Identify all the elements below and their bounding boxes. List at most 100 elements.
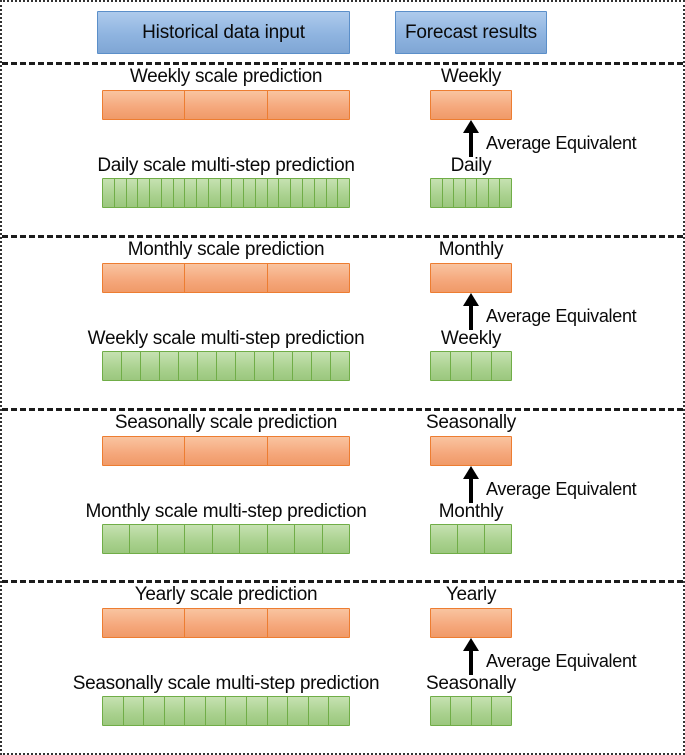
- bar-segment: [451, 697, 472, 726]
- bar-segment: [326, 179, 339, 207]
- input-coarse-label: Monthly scale prediction: [127, 238, 325, 260]
- bar-segment: [255, 351, 274, 380]
- bar-segment: [454, 179, 466, 207]
- bar-segment: [451, 351, 472, 380]
- bar-segment: [185, 524, 213, 553]
- bar-segment: [331, 351, 349, 380]
- bar-segment: [240, 524, 268, 553]
- bar-segment: [160, 351, 179, 380]
- forecast-coarse-bar: [430, 262, 512, 293]
- bar-segment: [267, 697, 289, 726]
- prediction-section: Yearly scale prediction Seasonally scale…: [2, 580, 683, 753]
- average-equivalent-label: Average Equivalent: [486, 133, 637, 153]
- bar-segment: [274, 351, 293, 380]
- bar-segment: [477, 179, 489, 207]
- bar-segment: [295, 524, 323, 553]
- bar-segment: [103, 524, 131, 553]
- prediction-section: Weekly scale prediction Daily scale mult…: [2, 62, 683, 235]
- input-fine-bar: [102, 523, 350, 554]
- input-coarse-bar: [102, 608, 350, 639]
- input-coarse-label: Seasonally scale prediction: [114, 411, 338, 433]
- forecast-coarse-label: Weekly: [440, 66, 502, 87]
- bar-segment: [205, 697, 227, 726]
- bar-segment: [226, 697, 248, 726]
- input-coarse-bar: [102, 90, 350, 120]
- up-arrow-head: [463, 120, 479, 133]
- forecast-results-box: Forecast results: [395, 11, 547, 54]
- bar-segment: [442, 179, 455, 207]
- bar-segment: [431, 609, 511, 638]
- bar-segment: [185, 179, 198, 207]
- input-coarse-label: Yearly scale prediction: [134, 584, 318, 606]
- diagram-header: Historical data input Forecast results: [2, 2, 683, 62]
- bar-segment: [291, 179, 304, 207]
- prediction-section: Seasonally scale prediction Monthly scal…: [2, 407, 683, 581]
- bar-segment: [208, 179, 221, 207]
- bar-segment: [185, 697, 206, 726]
- bar-segment: [103, 609, 186, 638]
- bar-segment: [431, 91, 511, 119]
- bar-segment: [329, 697, 349, 726]
- bar-segment: [491, 351, 511, 380]
- bar-segment: [217, 351, 236, 380]
- bar-segment: [197, 179, 209, 207]
- bar-segment: [232, 179, 245, 207]
- bar-segment: [103, 263, 186, 292]
- up-arrow-shaft: [469, 478, 473, 503]
- forecast-fine-label: Monthly: [438, 500, 504, 522]
- bar-segment: [103, 697, 124, 726]
- up-arrow-icon: [462, 292, 480, 330]
- bar-segment: [138, 179, 151, 207]
- input-fine-bar: [102, 178, 350, 208]
- bar-segment: [471, 351, 492, 380]
- forecast-fine-bar: [430, 350, 512, 381]
- input-coarse-bar: [102, 262, 350, 293]
- input-coarse-label: Weekly scale prediction: [129, 66, 323, 87]
- up-arrow-shaft: [469, 651, 473, 676]
- bar-segment: [247, 697, 268, 726]
- bar-segment: [185, 263, 268, 292]
- input-fine-bar: [102, 696, 350, 727]
- bar-segment: [314, 179, 327, 207]
- prediction-sections: Weekly scale prediction Daily scale mult…: [2, 62, 683, 753]
- bar-segment: [308, 697, 330, 726]
- average-equivalent-label: Average Equivalent: [486, 478, 637, 499]
- prediction-section: Monthly scale prediction Weekly scale mu…: [2, 234, 683, 408]
- input-coarse-bar: [102, 435, 350, 466]
- bar-segment: [220, 179, 233, 207]
- bar-segment: [103, 91, 186, 119]
- average-equivalent-label: Average Equivalent: [486, 651, 637, 672]
- bar-segment: [103, 436, 186, 465]
- up-arrow-head: [463, 292, 479, 306]
- bar-segment: [157, 524, 186, 553]
- forecast-coarse-label: Seasonally: [426, 411, 516, 433]
- bar-segment: [212, 524, 241, 553]
- input-fine-label: Weekly scale multi-step prediction: [87, 327, 365, 349]
- input-fine-label: Monthly scale multi-step prediction: [85, 500, 367, 522]
- bar-segment: [123, 697, 145, 726]
- bar-segment: [288, 697, 309, 726]
- input-fine-label: Daily scale multi-step prediction: [97, 155, 355, 176]
- forecast-fine-bar: [430, 178, 512, 208]
- forecast-fine-label: Seasonally: [426, 673, 516, 695]
- bar-segment: [488, 179, 501, 207]
- up-arrow-shaft: [469, 305, 473, 330]
- forecast-fine-label: Weekly: [440, 327, 502, 349]
- bar-segment: [185, 609, 268, 638]
- bar-segment: [267, 436, 349, 465]
- bar-segment: [179, 351, 198, 380]
- bar-segment: [485, 524, 511, 553]
- bar-segment: [267, 263, 349, 292]
- forecast-coarse-label: Yearly: [445, 584, 497, 606]
- forecast-coarse-bar: [430, 608, 512, 639]
- historical-data-input-box: Historical data input: [97, 11, 350, 54]
- bar-segment: [500, 179, 512, 207]
- forecast-fine-label: Daily: [450, 155, 492, 176]
- bar-segment: [431, 263, 511, 292]
- bar-segment: [103, 179, 115, 207]
- forecast-fine-bar: [430, 696, 512, 727]
- bar-segment: [122, 351, 141, 380]
- bar-segment: [161, 179, 174, 207]
- up-arrow-icon: [462, 120, 480, 157]
